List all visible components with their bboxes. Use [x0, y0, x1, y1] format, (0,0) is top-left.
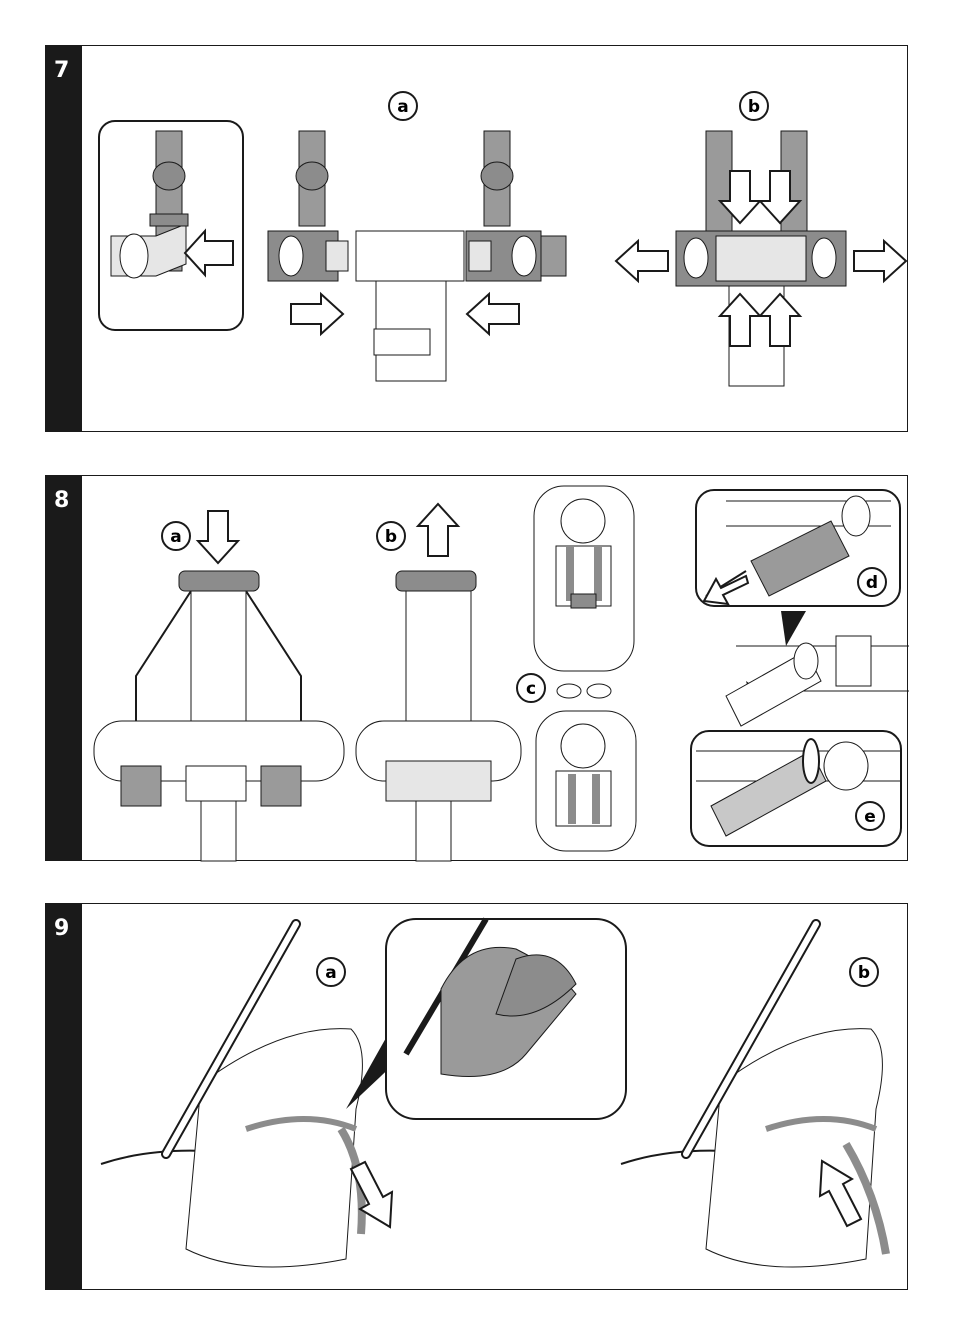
svg-text:a: a [325, 963, 336, 983]
child-in-seat-front [534, 486, 634, 698]
strap-pad-middle [726, 611, 909, 726]
inset-buckle-detail [99, 121, 243, 330]
svg-text:d: d [866, 573, 878, 593]
arrow-down-icon [198, 511, 238, 563]
child-in-seat-back [536, 711, 636, 851]
label-b-circle: b [377, 522, 405, 550]
buckle-center-piece [356, 231, 464, 381]
label-a-circle: a [317, 958, 345, 986]
svg-text:b: b [748, 97, 760, 117]
seat-belt-buckle-a [94, 571, 344, 861]
svg-text:b: b [858, 963, 870, 983]
label-e-circle: e [856, 802, 884, 830]
label-b-circle: b [850, 958, 878, 986]
step-7-panel: 7 a [45, 45, 908, 432]
step-9-panel: 9 a b [45, 903, 908, 1290]
svg-text:c: c [526, 679, 536, 699]
buckle-left-half [268, 131, 348, 281]
inset-footrest-detail [346, 919, 626, 1119]
arrow-left-icon [467, 294, 519, 334]
step-7-illustration: a [46, 46, 909, 433]
svg-text:b: b [385, 527, 397, 547]
arrow-right-icon [291, 294, 343, 334]
buckle-right-half [466, 131, 566, 281]
arrow-right-icon [854, 241, 906, 281]
label-d-circle: d [858, 568, 886, 596]
label-a-circle: a [389, 92, 417, 120]
arrow-left-icon [616, 241, 668, 281]
buckle-assembled [676, 131, 846, 386]
svg-text:a: a [170, 527, 181, 547]
svg-text:e: e [864, 807, 876, 827]
step-8-illustration: a b [46, 476, 909, 862]
step-9-illustration: a b [46, 904, 909, 1291]
label-a-circle: a [162, 522, 190, 550]
seat-belt-buckle-b [356, 571, 521, 861]
arrow-up-icon [418, 504, 458, 556]
svg-text:a: a [397, 97, 408, 117]
label-b-circle: b [740, 92, 768, 120]
step-8-panel: 8 a b [45, 475, 908, 861]
label-c-circle: c [517, 674, 545, 702]
